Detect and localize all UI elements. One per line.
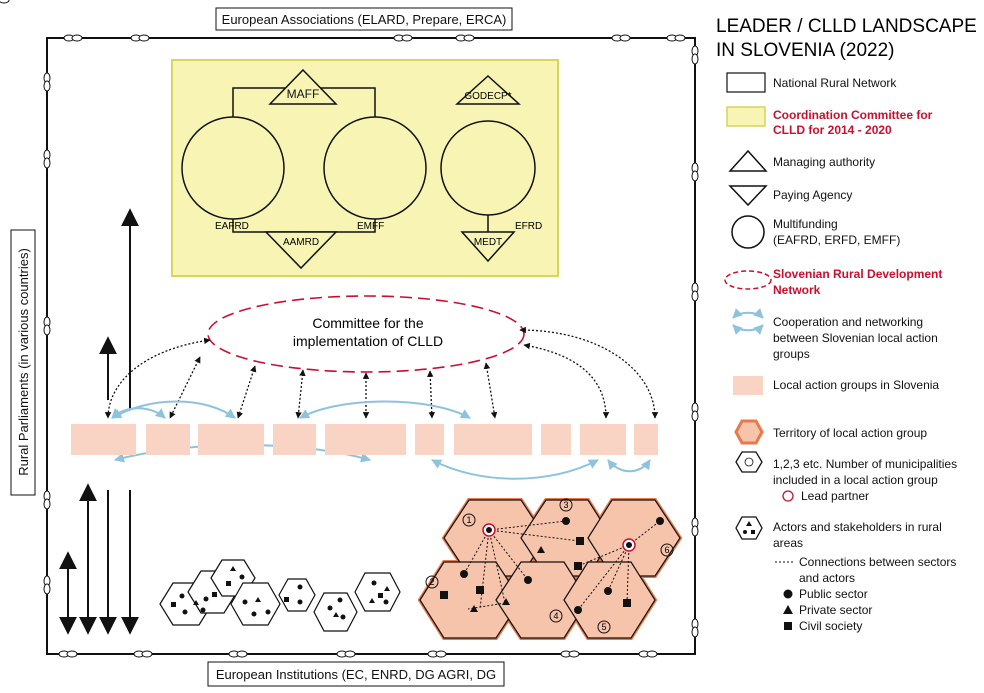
godecp-triangle-icon (455, 74, 521, 105)
legend-actors-label-2: areas (773, 536, 803, 550)
legend-multifunding-label-2: (EAFRD, ERFD, EMFF) (773, 233, 900, 247)
legend-coordination-swatch (726, 106, 766, 127)
civil-society-icon (784, 622, 792, 630)
lag-box (415, 424, 444, 455)
legend-lag-label: Local action groups in Slovenia (773, 378, 939, 392)
legend-actors-label-1: Actors and stakeholders in rural (773, 520, 942, 534)
lag-box (198, 424, 264, 455)
lag-box (71, 424, 136, 455)
rural-parliaments-label: Rural Parliaments (in various countries) (16, 248, 31, 476)
lag-box (273, 424, 316, 455)
frame-chain-links (43, 34, 699, 658)
committee-label-line2: implementation of CLLD (293, 333, 443, 349)
legend-multifunding-label-1: Multifunding (773, 217, 838, 231)
godecp-label: GODECP* (464, 91, 511, 102)
rural-parliaments-box: Rural Parliaments (in various countries) (10, 229, 36, 496)
legend-territory-label: Territory of local action group (773, 426, 927, 440)
legend-public-label: Public sector (799, 587, 868, 601)
legend-srdn-label-1: Slovenian Rural Development (773, 267, 942, 281)
legend-coop-label-2: between Slovenian local action (773, 331, 938, 345)
srdn-ellipse-icon (724, 270, 772, 290)
actor-hexagons (159, 559, 401, 632)
european-associations-box: European Associations (ELARD, Prepare, E… (215, 7, 513, 31)
legend-muni-label-1: 1,2,3 etc. Number of municipalities (773, 457, 957, 471)
aamrd-triangle-icon (264, 231, 338, 270)
medt-triangle-icon (460, 231, 516, 263)
paying-agency-triangle-icon (728, 185, 768, 207)
territory-cluster (417, 498, 683, 640)
legend-national-label: National Rural Network (773, 76, 897, 90)
municipality-numbers: 1 2 3 4 5 6 (425, 498, 674, 634)
public-sector-icon (783, 589, 793, 599)
national-rural-network-frame (0, 0, 696, 655)
municipality-number: 4 (553, 611, 558, 621)
legend-muni-label-2: included in a local action group (773, 473, 938, 487)
vertical-arrows (59, 208, 139, 635)
committee-label-line1: Committee for the (312, 315, 423, 331)
maff-label: MAFF (287, 87, 320, 101)
legend-coop-label-3: groups (773, 347, 810, 361)
emff-label: EMFF (357, 221, 384, 232)
territory-actors (440, 517, 664, 614)
lead-partner-marks (482, 523, 636, 552)
municipality-number: 6 (664, 545, 669, 555)
legend-coop-label-1: Cooperation and networking (773, 315, 923, 329)
lag-box (580, 424, 626, 455)
title-line1: LEADER / CLLD LANDSCAPE (716, 16, 977, 37)
actor-symbols (171, 566, 390, 620)
aamrd-label: AAMRD (283, 237, 319, 248)
territory-hexagon-icon (734, 419, 764, 445)
lag-box (541, 424, 571, 455)
committee-connections (104, 326, 659, 419)
maff-triangle-icon (268, 68, 338, 105)
managing-authority-triangle-icon (728, 149, 768, 172)
municipality-number: 5 (601, 622, 606, 632)
municipality-number: 3 (563, 500, 568, 510)
multifunding-circle-icon (731, 215, 765, 249)
efrd-label: EFRD (515, 221, 542, 232)
lag-box (634, 424, 658, 455)
legend-lag-swatch (733, 376, 763, 395)
legend-connections-label-1: Connections between sectors (799, 555, 956, 569)
lag-box (325, 424, 406, 455)
municipality-number: 1 (466, 515, 471, 525)
municipality-hexagon-icon (735, 451, 763, 473)
lag-box (146, 424, 190, 455)
legend-paying-label: Paying Agency (773, 188, 852, 202)
local-action-groups (71, 424, 658, 455)
lead-partner-icon (782, 490, 794, 502)
title-line2: IN SLOVENIA (2022) (716, 40, 894, 61)
lag-box (454, 424, 532, 455)
european-institutions-box: European Institutions (EC, ENRD, DG AGRI… (207, 661, 505, 687)
eafrd-label: EAFRD (215, 221, 249, 232)
municipality-number: 2 (429, 577, 434, 587)
european-institutions-label: European Institutions (EC, ENRD, DG AGRI… (216, 667, 496, 682)
cooperation-arrows-icon (732, 308, 764, 335)
legend-coordination-label-1: Coordination Committee for (773, 108, 933, 122)
legend-civil-label: Civil society (799, 619, 862, 633)
territory-connections (463, 520, 661, 611)
legend-lead-label: Lead partner (801, 489, 869, 503)
committee-implementation: Committee for the implementation of CLLD (207, 295, 525, 373)
actors-hexagon-icon (735, 516, 763, 540)
european-associations-label: European Associations (ELARD, Prepare, E… (222, 12, 507, 27)
legend-private-label: Private sector (799, 603, 872, 617)
legend-national-swatch (726, 72, 766, 93)
legend-coordination-label-2: CLLD for 2014 - 2020 (773, 123, 892, 137)
private-sector-icon (783, 605, 793, 614)
medt-label: MEDT (474, 237, 502, 248)
legend-srdn-label-2: Network (773, 283, 821, 297)
legend-connections-label-2: and actors (799, 571, 855, 585)
legend: National Rural Network Coordination Comm… (724, 72, 957, 633)
coordination-committee: MAFF GODECP* AAMRD MEDT EAFRD EMFF EFRD (171, 59, 559, 277)
legend-managing-label: Managing authority (773, 155, 875, 169)
